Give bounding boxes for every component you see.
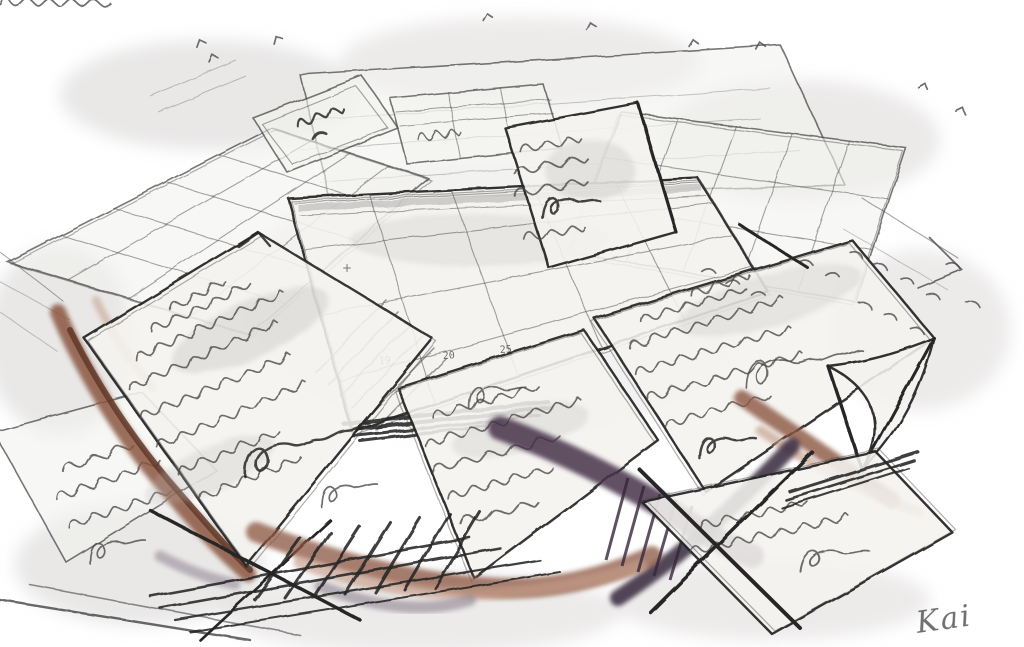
- dark-hatching-bottom: [148, 510, 561, 633]
- scribble: [0, 0, 111, 8]
- scatter-marks: [194, 11, 982, 337]
- comb-hatch: [253, 510, 482, 602]
- scribble-flourish: [315, 471, 380, 509]
- calendar-day-25: 25: [499, 344, 512, 356]
- calendar-day-20: 20: [442, 350, 455, 362]
- handwritten-note-top: [503, 101, 678, 270]
- grid-paper-top-left-small: [252, 75, 399, 173]
- letter-bottom-right-dark-band: [780, 450, 920, 510]
- calendar-paper-top-center: [389, 83, 563, 165]
- letter-bottom-right: [0, 0, 956, 636]
- calendar-plus-mark: +: [342, 261, 352, 275]
- artist-signature: Kai: [913, 598, 974, 641]
- letter-left: [82, 230, 437, 642]
- paper-fragments-far-right: [841, 197, 964, 291]
